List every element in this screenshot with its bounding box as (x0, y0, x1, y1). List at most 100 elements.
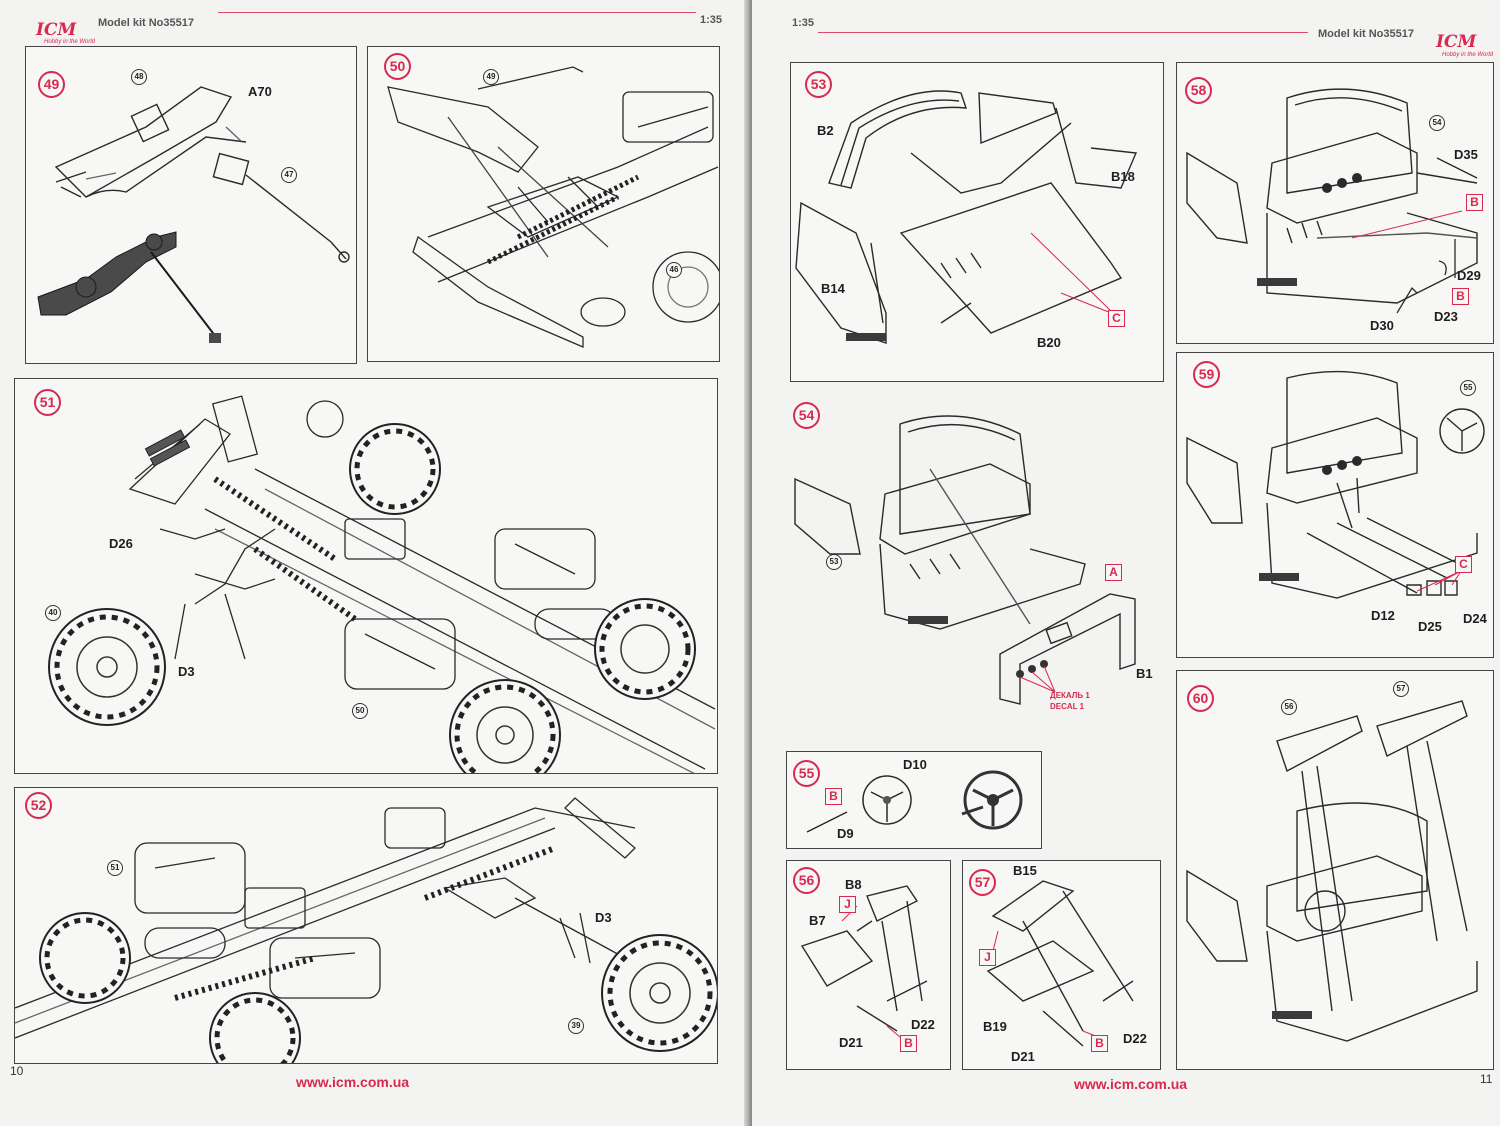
sprue-marker: J (979, 949, 996, 966)
part-label: D22 (1123, 1031, 1147, 1046)
icm-logo: ICM (36, 20, 77, 40)
part-label: D3 (178, 664, 195, 679)
part-label: B7 (809, 913, 826, 928)
cab-dashboard-drawing (1177, 63, 1494, 344)
step-49-panel: 49 48 47 A70 (25, 46, 357, 364)
sprue-marker: B (1466, 194, 1483, 211)
cab-assembly-drawing (790, 394, 1164, 738)
left-page: ICM Hobby in the World Model kit No35517… (0, 0, 748, 1126)
seat-drawing (787, 861, 951, 1070)
model-kit-number: Model kit No35517 (1318, 28, 1414, 40)
logo-tagline: Hobby in the World (1442, 52, 1494, 58)
step-number: 56 (793, 867, 820, 894)
part-label: D10 (903, 757, 927, 772)
ref-step: 57 (1393, 681, 1409, 697)
part-label: B20 (1037, 335, 1061, 350)
part-label: D3 (595, 910, 612, 925)
ref-step: 56 (1281, 699, 1297, 715)
scale-label: 1:35 (792, 17, 815, 29)
step-54-panel: 54 53 A B1 ДЕКАЛЬ 1 DECAL 1 (790, 394, 1164, 738)
sprue-marker: C (1455, 556, 1472, 573)
ref-step: 53 (826, 554, 842, 570)
part-label: D29 (1457, 268, 1481, 283)
step-50-panel: 50 49 46 (367, 46, 720, 362)
cab-controls-drawing (1177, 353, 1494, 658)
cab-floor-drawing (791, 63, 1164, 382)
part-label: D35 (1454, 147, 1478, 162)
part-label: B2 (817, 123, 834, 138)
page-number: 11 (1480, 1072, 1493, 1086)
part-label: B1 (1136, 666, 1153, 681)
part-label: D9 (837, 826, 854, 841)
ref-step: 50 (352, 703, 368, 719)
step-number: 60 (1187, 685, 1214, 712)
ref-step: 48 (131, 69, 147, 85)
ref-step: 47 (281, 167, 297, 183)
chassis-rear-drawing (15, 788, 717, 1063)
step-52-panel: 52 51 39 D3 (14, 787, 718, 1064)
part-label: D26 (109, 536, 133, 551)
model-kit-number: Model kit No35517 (98, 17, 194, 29)
ref-step: 49 (483, 69, 499, 85)
step-60-panel: 60 56 57 (1176, 670, 1494, 1070)
step-number: 51 (34, 389, 61, 416)
step-57-panel: 57 B15 B19 D22 D21 J B (962, 860, 1161, 1070)
part-label: B18 (1111, 169, 1135, 184)
part-label: B14 (821, 281, 845, 296)
part-label: D24 (1463, 611, 1487, 626)
scale-label: 1:35 (700, 14, 723, 26)
ref-step: 55 (1460, 380, 1476, 396)
part-label: D12 (1371, 608, 1395, 623)
seat-drawing (963, 861, 1161, 1070)
step-number: 55 (793, 760, 820, 787)
step-53-panel: 53 B2 B18 B14 B20 C (790, 62, 1164, 382)
ref-step: 46 (666, 262, 682, 278)
step-number: 49 (38, 71, 65, 98)
chassis-front-drawing (368, 47, 720, 362)
steering-wheel-drawing (787, 752, 1042, 849)
logo-tagline: Hobby in the World (44, 39, 96, 45)
cab-seats-drawing (1177, 671, 1494, 1070)
part-label: D23 (1434, 309, 1458, 324)
step-number: 50 (384, 53, 411, 80)
step-56-panel: 56 B8 B7 D22 D21 J B (786, 860, 951, 1070)
website-url: www.icm.com.ua (1074, 1076, 1188, 1092)
part-label: B8 (845, 877, 862, 892)
step-number: 52 (25, 792, 52, 819)
sprue-marker: B (900, 1035, 917, 1052)
ref-step: 54 (1429, 115, 1445, 131)
ref-step: 51 (107, 860, 123, 876)
icm-logo: ICM (1436, 32, 1477, 52)
part-label: D25 (1418, 619, 1442, 634)
decal-label: ДЕКАЛЬ 1 DECAL 1 (1050, 690, 1090, 712)
step-55-panel: 55 D10 D9 B (786, 751, 1042, 849)
axle-drawing (26, 47, 357, 343)
step-number: 54 (793, 402, 820, 429)
header-rule (218, 12, 696, 13)
sprue-marker: A (1105, 564, 1122, 581)
ref-step: 40 (45, 605, 61, 621)
part-label: D21 (1011, 1049, 1035, 1064)
sprue-marker: C (1108, 310, 1125, 327)
ref-step: 39 (568, 1018, 584, 1034)
header-rule (818, 32, 1308, 33)
sprue-marker: B (825, 788, 842, 805)
decal-label-en: DECAL 1 (1050, 702, 1085, 711)
part-label: D30 (1370, 318, 1394, 333)
step-59-panel: 59 55 C D12 D25 D24 (1176, 352, 1494, 658)
sprue-marker: B (1452, 288, 1469, 305)
part-label: D22 (911, 1017, 935, 1032)
part-label: B15 (1013, 863, 1037, 878)
step-number: 58 (1185, 77, 1212, 104)
sprue-marker: B (1091, 1035, 1108, 1052)
decal-label-ru: ДЕКАЛЬ 1 (1050, 691, 1090, 700)
step-number: 59 (1193, 361, 1220, 388)
part-label: A70 (248, 84, 272, 99)
page-number: 10 (10, 1064, 24, 1078)
chassis-drawing (15, 379, 718, 773)
step-58-panel: 58 54 D35 B D29 B D30 D23 (1176, 62, 1494, 344)
step-number: 57 (969, 869, 996, 896)
step-51-panel: 51 40 50 D26 D3 (14, 378, 718, 774)
part-label: B19 (983, 1019, 1007, 1034)
website-url: www.icm.com.ua (296, 1074, 410, 1090)
